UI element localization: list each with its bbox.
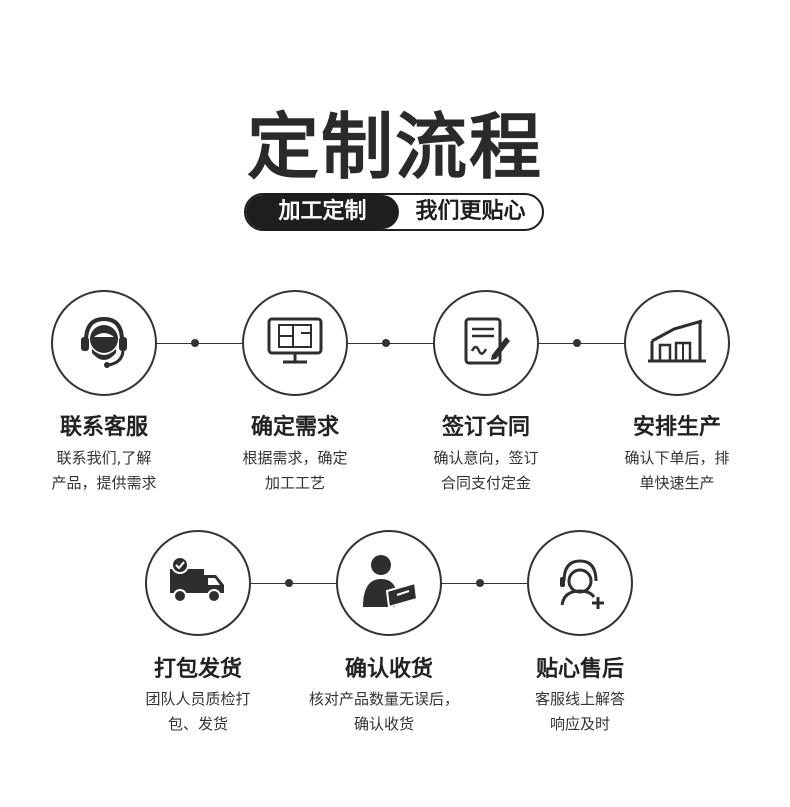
step-title-contract: 签订合同 (441, 415, 530, 440)
person-signing-icon (357, 551, 421, 615)
connector-dot (285, 579, 293, 587)
step-desc-receipt: 核对产品数量无误后， 确认收货 (299, 687, 469, 737)
step-circle-aftersales (527, 530, 633, 636)
delivery-truck-icon (166, 555, 230, 611)
step-desc-requirements: 根据需求，确定 加工工艺 (220, 446, 370, 496)
step-desc-contact: 联系我们,了解 产品，提供需求 (29, 446, 179, 496)
connector-dot (191, 339, 199, 347)
step-desc-line: 包、发货 (167, 715, 228, 733)
step-circle-receipt (336, 530, 442, 636)
step-desc-line: 确认下单后，排 (624, 449, 730, 467)
step-desc-line: 响应及时 (549, 715, 610, 733)
page-title: 定制流程 (246, 105, 543, 189)
step-desc-line: 根据需求，确定 (242, 449, 348, 467)
connector-dot (476, 579, 484, 587)
monitor-blueprint-icon (265, 313, 325, 373)
step-title-shipping: 打包发货 (153, 657, 242, 682)
headset-icon (72, 309, 136, 377)
step-desc-production: 确认下单后，排 单快速生产 (602, 446, 752, 496)
step-desc-shipping: 团队人员质检打 包、发货 (123, 687, 273, 737)
step-desc-line: 加工工艺 (264, 474, 325, 492)
step-title-contact: 联系客服 (59, 415, 148, 440)
step-desc-line: 联系我们,了解 (56, 449, 152, 467)
step-title-aftersales: 贴心售后 (535, 657, 624, 682)
connector-dot (382, 339, 390, 347)
step-title-requirements: 确定需求 (250, 415, 339, 440)
step-title-receipt: 确认收货 (344, 657, 433, 682)
step-desc-line: 客服线上解答 (534, 690, 625, 708)
step-desc-line: 确认意向，签订 (433, 449, 539, 467)
pill-left-label: 加工定制 (246, 195, 399, 229)
connector-line (538, 343, 624, 344)
step-circle-requirements (242, 290, 348, 396)
step-circle-contact (51, 290, 157, 396)
pill-right-label: 我们更贴心 (415, 199, 526, 224)
step-desc-aftersales: 客服线上解答 响应及时 (505, 687, 655, 737)
step-title-production: 安排生产 (632, 415, 721, 440)
step-desc-line: 产品，提供需求 (51, 474, 157, 492)
factory-icon (646, 313, 708, 373)
subtitle-pill: 加工定制 我们更贴心 (244, 193, 544, 231)
step-circle-shipping (145, 530, 251, 636)
contract-sign-icon (458, 313, 514, 373)
step-desc-line: 合同支付定金 (440, 474, 531, 492)
step-desc-contract: 确认意向，签订 合同支付定金 (411, 446, 561, 496)
connector-line (441, 583, 527, 584)
support-agent-icon (550, 551, 610, 615)
step-circle-contract (433, 290, 539, 396)
connector-line (156, 343, 242, 344)
step-desc-line: 核对产品数量无误后， (308, 690, 459, 708)
step-desc-line: 团队人员质检打 (145, 690, 251, 708)
connector-line (347, 343, 433, 344)
connector-line (250, 583, 336, 584)
step-circle-production (624, 290, 730, 396)
connector-dot (573, 339, 581, 347)
step-desc-line: 确认收货 (353, 715, 414, 733)
step-desc-line: 单快速生产 (639, 474, 715, 492)
